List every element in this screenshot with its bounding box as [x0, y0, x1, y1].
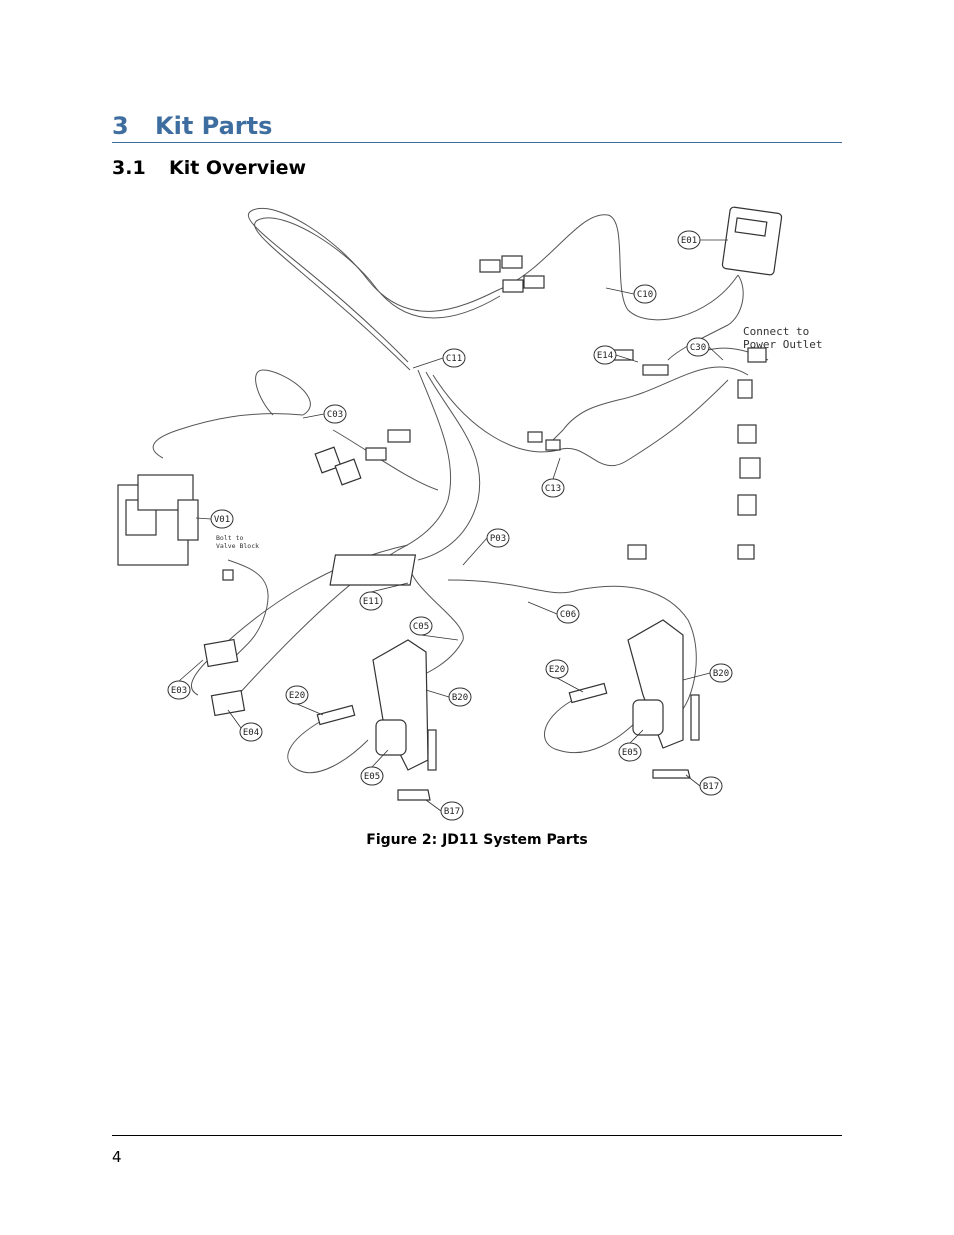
callout-e11: E11 [363, 597, 379, 607]
valve-note-line1: Bolt to [216, 534, 243, 542]
callout-b20: B20 [713, 669, 729, 679]
callout-b20: B20 [452, 693, 468, 703]
figure-caption: Figure 2: JD11 System Parts [366, 832, 588, 848]
callout-b17: B17 [703, 782, 719, 792]
footer-rule [112, 1135, 842, 1136]
section-heading: 3 Kit Parts [112, 110, 842, 143]
callout-c11: C11 [446, 354, 462, 364]
power-note-line1: Connect to [743, 325, 809, 338]
callout-e01: E01 [681, 236, 697, 246]
callout-c13: C13 [545, 484, 561, 494]
callout-p03: P03 [490, 534, 506, 544]
callout-c03: C03 [327, 410, 343, 420]
valve-note-line2: Valve Block [216, 542, 259, 550]
callout-e05: E05 [364, 772, 380, 782]
callout-c06: C06 [560, 610, 576, 620]
subsection-number: 3.1 [112, 157, 146, 179]
callout-e20: E20 [549, 665, 565, 675]
section-title: Kit Parts [155, 112, 273, 140]
callout-c30: C30 [690, 343, 706, 353]
power-note-line2: Power Outlet [743, 338, 822, 351]
callout-e05: E05 [622, 748, 638, 758]
callout-e20: E20 [289, 691, 305, 701]
callout-e14: E14 [597, 351, 613, 361]
callout-e04: E04 [243, 728, 259, 738]
section-number: 3 [112, 112, 129, 140]
page-number: 4 [112, 1148, 122, 1166]
subsection-title: Kit Overview [169, 157, 307, 179]
system-parts-diagram: E01C10C30E14C11C03C13V01P03E11C05C06E03E… [117, 206, 822, 821]
callout-b17: B17 [444, 807, 460, 817]
callout-v01: V01 [214, 515, 230, 525]
callout-c05: C05 [413, 622, 429, 632]
callout-c10: C10 [637, 290, 653, 300]
callout-e03: E03 [171, 686, 187, 696]
